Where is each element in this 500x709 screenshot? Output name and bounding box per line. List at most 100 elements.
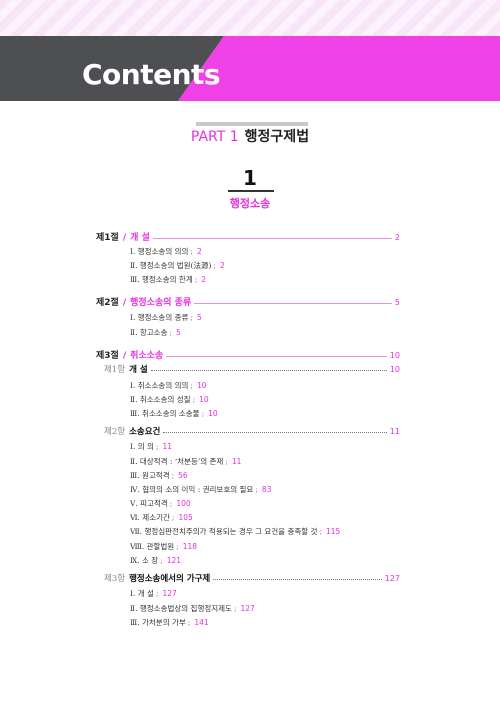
page-number: 10 [389, 351, 400, 360]
article-title: 행정소송에서의 가구제 [129, 574, 211, 584]
page-number: 127 [384, 574, 400, 583]
item-separator: ; [160, 556, 163, 565]
leader-line [166, 355, 387, 357]
chapter-number: 1 [243, 166, 257, 190]
toc-item[interactable]: Ⅱ. 행정소송법상의 집행정지제도;127 [130, 603, 255, 615]
item-separator: ; [213, 261, 216, 270]
item-title: Ⅲ. 가처분의 가부 [130, 618, 186, 627]
contents-title: Contents [82, 58, 221, 91]
page-number: 127 [240, 604, 255, 613]
item-separator: ; [187, 618, 191, 627]
page-number: 10 [389, 365, 400, 374]
leader-dots [150, 369, 387, 371]
item-title: Ⅷ. 관할법원 [130, 542, 175, 551]
section-label: 제3절 [96, 351, 119, 361]
item-title: Ⅳ. 협의의 소의 이익 : 권리보호의 필요 [130, 485, 254, 494]
page-number: 2 [394, 233, 400, 242]
section-separator: / [122, 298, 127, 308]
item-title: Ⅱ. 취소소송의 성질 [130, 395, 191, 404]
page-number: 121 [166, 556, 182, 565]
part-title: 행정구제법 [244, 129, 310, 145]
toc-item[interactable]: Ⅰ. 행정소송의 의의;2 [130, 246, 202, 258]
item-separator: ; [176, 542, 179, 551]
toc-item[interactable]: Ⅲ. 취소소송의 소송물;10 [130, 408, 218, 420]
page-number: 141 [194, 618, 209, 627]
section-separator: / [122, 233, 127, 243]
toc-item[interactable]: Ⅲ. 행정소송의 한계;2 [130, 274, 206, 286]
item-separator: ; [155, 442, 159, 451]
toc-item[interactable]: Ⅱ. 대상적격 : ‘처분등’의 존재;11 [130, 456, 241, 468]
article-label: 제1항 [104, 365, 126, 375]
item-separator: ; [192, 395, 196, 404]
page-number: 5 [176, 328, 181, 337]
item-title: Ⅰ. 개 설 [130, 589, 154, 598]
page-number: 11 [231, 457, 242, 466]
page-number: 127 [162, 589, 177, 598]
item-title: Ⅱ. 항고소송 [130, 328, 168, 337]
item-title: Ⅵ. 제소기간 [130, 513, 170, 522]
toc-item[interactable]: Ⅰ. 의 의;11 [130, 441, 172, 453]
page-number: 2 [196, 247, 202, 256]
page-number: 83 [261, 485, 272, 494]
toc-item[interactable]: Ⅶ. 행정심판전치주의가 적용되는 경우 그 요건을 충족할 것;115 [130, 526, 340, 538]
item-title: Ⅰ. 취소소송의 의의 [130, 381, 189, 390]
section-separator: / [122, 351, 127, 361]
item-title: Ⅸ. 소 장 [130, 556, 159, 565]
leader-line [152, 237, 392, 239]
toc-item[interactable]: Ⅱ. 항고소송;5 [130, 327, 181, 339]
toc-item[interactable]: Ⅲ. 원고적격;56 [130, 470, 188, 482]
item-title: Ⅱ. 행정소송법상의 집행정지제도 [130, 604, 232, 613]
item-title: Ⅱ. 행정소송의 법원(法源) [130, 261, 212, 270]
item-title: Ⅶ. 행정심판전치주의가 적용되는 경우 그 요건을 충족할 것 [130, 527, 318, 536]
item-title: Ⅴ. 피고적격 [130, 499, 168, 508]
item-separator: ; [190, 247, 193, 256]
item-title: Ⅰ. 의 의 [130, 442, 154, 451]
page-number: 5 [196, 313, 202, 322]
leader-line [194, 302, 392, 304]
top-pattern [0, 0, 500, 36]
toc-item[interactable]: Ⅱ. 취소소송의 성질;10 [130, 394, 209, 406]
item-separator: ; [255, 485, 258, 494]
item-separator: ; [171, 471, 175, 480]
item-title: Ⅲ. 취소소송의 소송물 [130, 409, 200, 418]
toc-item[interactable]: Ⅱ. 행정소송의 법원(法源);2 [130, 260, 225, 272]
item-separator: ; [233, 604, 237, 613]
article-label: 제2항 [104, 427, 126, 437]
item-title: Ⅱ. 대상적격 : ‘처분등’의 존재 [130, 457, 224, 466]
toc-section[interactable]: 제3절/취소소송 10 [96, 350, 400, 362]
chapter-underline [228, 190, 274, 192]
toc-item[interactable]: Ⅲ. 가처분의 가부;141 [130, 617, 209, 629]
item-separator: ; [225, 457, 228, 466]
toc-item[interactable]: Ⅰ. 행정소송의 종류;5 [130, 312, 202, 324]
page-number: 11 [389, 427, 400, 436]
section-label: 제2절 [96, 298, 119, 308]
part-label: PART 1 [190, 129, 239, 145]
toc-item[interactable]: Ⅷ. 관할법원;118 [130, 541, 197, 553]
part-bar [196, 122, 308, 126]
toc-item[interactable]: Ⅰ. 취소소송의 의의;10 [130, 380, 207, 392]
toc-item[interactable]: Ⅰ. 개 설;127 [130, 588, 177, 600]
item-separator: ; [171, 513, 175, 522]
page-number: 105 [178, 513, 193, 522]
page-number: 118 [182, 542, 198, 551]
banner-pink-band [178, 36, 500, 101]
page-number: 100 [176, 499, 191, 508]
item-separator: ; [169, 499, 173, 508]
toc-item[interactable]: Ⅴ. 피고적격;100 [130, 498, 191, 510]
toc-item[interactable]: Ⅳ. 협의의 소의 이익 : 권리보호의 필요;83 [130, 484, 271, 496]
section-title: 취소소송 [130, 351, 164, 361]
article-title: 소송요건 [129, 427, 161, 437]
page-number: 2 [201, 275, 206, 284]
toc-item[interactable]: Ⅵ. 제소기간;105 [130, 512, 193, 524]
item-separator: ; [155, 589, 159, 598]
page-number: 10 [196, 381, 207, 390]
toc-item[interactable]: Ⅸ. 소 장;121 [130, 555, 181, 567]
page-number: 5 [394, 298, 400, 307]
item-title: Ⅲ. 행정소송의 한계 [130, 275, 193, 284]
item-title: Ⅲ. 원고적격 [130, 471, 170, 480]
